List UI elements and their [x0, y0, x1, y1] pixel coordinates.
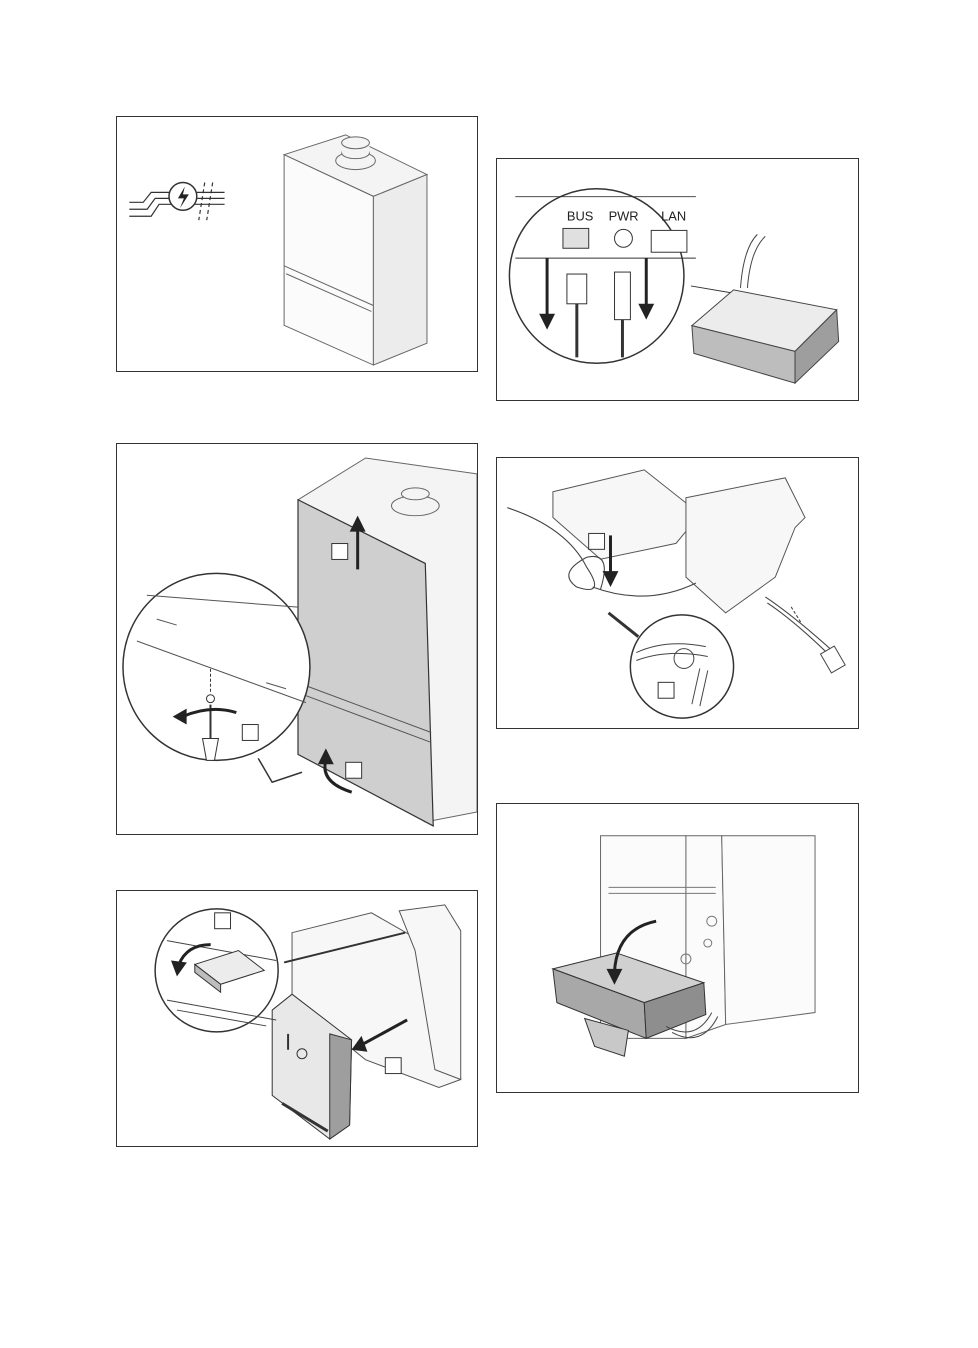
lan-port — [651, 230, 687, 252]
pwr-plug — [615, 272, 631, 320]
gateway-device — [692, 234, 839, 383]
figure-cable-routing — [496, 457, 859, 729]
pwr-port — [615, 229, 633, 247]
figure-remove-cover — [116, 890, 478, 1147]
port-label-pwr: PWR — [609, 208, 639, 223]
step-label-box — [346, 762, 362, 778]
bus-plug — [567, 274, 587, 304]
step-label-box — [332, 544, 348, 560]
boiler-illustration — [284, 135, 427, 365]
figure-remove-front-panel — [116, 443, 478, 835]
port-label-lan: LAN — [661, 208, 686, 223]
step-label-box — [215, 913, 231, 929]
illustration-front-panel-removal — [117, 444, 477, 834]
illustration-electronics-box — [497, 804, 858, 1092]
figure-disconnect-power — [116, 116, 478, 372]
illustration-cover-removal — [117, 891, 477, 1146]
step-label-box — [589, 533, 605, 549]
magnifier-circle — [630, 615, 733, 718]
step-label-box — [385, 1058, 401, 1074]
magnifier-circle — [509, 189, 684, 364]
figure-connect-ports: BUS PWR LAN — [496, 158, 859, 401]
illustration-cable-routing — [497, 458, 858, 728]
illustration-port-connections: BUS PWR LAN — [497, 159, 858, 400]
illustration-boiler-power — [117, 117, 477, 371]
step-label-box — [658, 682, 674, 698]
bus-port — [563, 228, 589, 248]
magnifier-circle — [123, 573, 310, 760]
step-label-box — [242, 725, 258, 741]
screw-icon — [207, 695, 215, 703]
figure-fold-electronics-box — [496, 803, 859, 1093]
port-label-bus: BUS — [567, 208, 593, 223]
